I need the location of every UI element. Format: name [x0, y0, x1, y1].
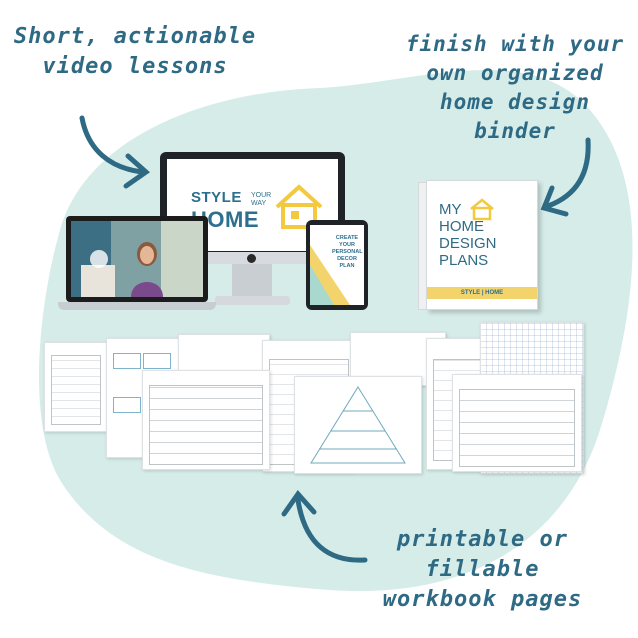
binder-title-line: PLANS: [439, 252, 489, 269]
binder: MY HOME DESIGN PLANS STYLE | HOME: [426, 180, 538, 310]
laptop-base: [58, 302, 216, 310]
monitor-stand: [232, 264, 272, 298]
brand-style-text: STYLE: [191, 189, 242, 206]
callout-line: video lessons: [42, 54, 228, 79]
callout-line: home design: [439, 90, 591, 114]
binder-title-line: HOME: [439, 218, 484, 235]
binder-callout: finish with your own organized home desi…: [395, 30, 635, 146]
brand-yourway-text: YOUR WAY: [251, 192, 272, 207]
binder-brand-bar: STYLE | HOME: [427, 287, 537, 299]
curved-arrow-icon: [281, 489, 368, 563]
callout-line: own organized: [426, 61, 604, 85]
form-box: [143, 353, 171, 369]
workbook-callout: printable or fillable workbook pages: [345, 525, 620, 615]
form-box: [113, 397, 141, 413]
binder-title-line: DESIGN: [439, 235, 497, 252]
laptop-video-screen: [71, 221, 203, 297]
callout-line: finish with your: [405, 32, 625, 56]
workbook-page: [452, 374, 582, 472]
table-grid: [459, 389, 575, 467]
tablet-title: CREATE YOUR PERSONAL DECOR PLAN: [332, 235, 363, 269]
table-grid: [149, 385, 263, 465]
laptop: [66, 216, 208, 302]
workbook-page: [44, 342, 108, 432]
curved-arrow-icon: [540, 137, 591, 217]
callout-line: binder: [474, 119, 556, 143]
callout-line: Short, actionable: [13, 24, 257, 49]
pyramid-page: [294, 376, 422, 474]
callout-line: printable or fillable: [397, 527, 568, 582]
curved-arrow-icon: [79, 115, 151, 189]
house-logo-icon: [275, 184, 323, 229]
tablet: CREATE YOUR PERSONAL DECOR PLAN: [306, 220, 368, 310]
form-box: [113, 353, 141, 369]
table-grid: [51, 355, 101, 425]
furniture-page: [142, 370, 270, 470]
video-presenter-image: [71, 221, 203, 297]
tablet-cover-art: [310, 245, 350, 305]
tablet-screen: CREATE YOUR PERSONAL DECOR PLAN: [310, 225, 364, 305]
apple-logo-icon: [247, 254, 256, 263]
callout-line: workbook pages: [382, 587, 583, 612]
video-lessons-callout: Short, actionable video lessons: [10, 22, 260, 82]
monitor-stand-base: [215, 296, 290, 305]
house-logo-icon: [470, 198, 494, 221]
binder-title-line: MY: [439, 201, 462, 218]
style-pyramid-diagram: [310, 386, 406, 464]
binder-title: MY HOME DESIGN PLANS: [439, 201, 499, 269]
